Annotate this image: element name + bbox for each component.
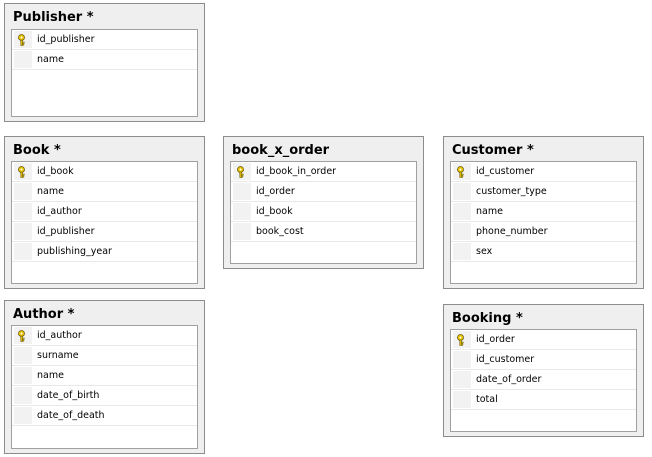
row-selector[interactable] [233,203,251,220]
column-row[interactable]: name [12,182,197,202]
column-row[interactable]: id_book [12,162,197,182]
column-row[interactable]: total [451,390,636,410]
table-book-x-order[interactable]: book_x_order id_book_in_order id_order i… [223,136,424,269]
row-selector[interactable] [14,183,32,200]
row-selector[interactable] [14,51,32,68]
row-selector[interactable] [453,223,471,240]
table-title: book_x_order [232,143,330,158]
column-name: total [476,394,498,405]
column-name: surname [37,350,79,361]
column-row[interactable]: id_book [231,202,416,222]
column-name: id_book_in_order [256,166,337,177]
column-name: customer_type [476,186,547,197]
column-row[interactable]: name [451,202,636,222]
column-row[interactable]: id_author [12,202,197,222]
column-name: id_customer [476,354,535,365]
column-name: id_publisher [37,226,95,237]
column-grid: id_publisher name [11,29,198,117]
row-selector[interactable] [14,347,32,364]
table-title: Author * [13,307,75,322]
column-grid: id_book name id_author id_publisher publ… [11,161,198,284]
column-row[interactable]: id_customer [451,162,636,182]
table-title: Publisher * [13,10,94,25]
row-selector[interactable] [14,407,32,424]
column-name: phone_number [476,226,548,237]
column-name: name [476,206,503,217]
row-selector[interactable] [453,391,471,408]
column-row[interactable]: id_customer [451,350,636,370]
row-selector[interactable] [14,243,32,260]
column-name: id_order [476,334,515,345]
column-row[interactable]: id_author [12,326,197,346]
row-selector[interactable] [453,243,471,260]
column-row[interactable]: date_of_order [451,370,636,390]
column-row[interactable]: name [12,366,197,386]
column-grid: id_customer customer_type name phone_num… [450,161,637,284]
table-title: Customer * [452,143,534,158]
column-name: id_customer [476,166,535,177]
row-selector[interactable] [453,351,471,368]
column-name: date_of_order [476,374,542,385]
column-name: id_author [37,206,82,217]
column-name: publishing_year [37,246,112,257]
table-book[interactable]: Book * id_book name id_author id_publish… [4,136,205,289]
row-selector[interactable] [14,387,32,404]
row-selector[interactable] [453,371,471,388]
column-row[interactable]: id_book_in_order [231,162,416,182]
column-name: id_publisher [37,34,95,45]
row-selector[interactable] [453,203,471,220]
column-name: id_book [256,206,293,217]
table-title: Book * [13,143,61,158]
column-row[interactable]: id_publisher [12,222,197,242]
row-selector[interactable] [453,183,471,200]
column-name: date_of_birth [37,390,100,401]
row-selector[interactable] [14,367,32,384]
column-row[interactable]: sex [451,242,636,262]
column-name: id_author [37,330,82,341]
table-title: Booking * [452,311,523,326]
column-grid: id_book_in_order id_order id_book book_c… [230,161,417,264]
column-name: name [37,370,64,381]
column-name: name [37,54,64,65]
table-booking[interactable]: Booking * id_order id_customer date_of_o… [443,304,644,437]
column-row[interactable]: customer_type [451,182,636,202]
column-name: id_book [37,166,74,177]
table-author[interactable]: Author * id_author surname name date_of_… [4,300,205,454]
column-row[interactable]: id_publisher [12,30,197,50]
column-grid: id_author surname name date_of_birth dat… [11,325,198,449]
column-name: sex [476,246,493,257]
column-row[interactable]: phone_number [451,222,636,242]
table-customer[interactable]: Customer * id_customer customer_type nam… [443,136,644,289]
column-row[interactable]: publishing_year [12,242,197,262]
column-name: id_order [256,186,295,197]
column-row[interactable]: surname [12,346,197,366]
column-grid: id_order id_customer date_of_order total [450,329,637,432]
column-row[interactable]: book_cost [231,222,416,242]
row-selector[interactable] [233,223,251,240]
row-selector[interactable] [14,223,32,240]
column-name: date_of_death [37,410,105,421]
column-row[interactable]: name [12,50,197,70]
column-name: book_cost [256,226,304,237]
row-selector[interactable] [233,183,251,200]
column-name: name [37,186,64,197]
table-publisher[interactable]: Publisher * id_publisher name [4,3,205,122]
column-row[interactable]: date_of_birth [12,386,197,406]
row-selector[interactable] [14,203,32,220]
column-row[interactable]: id_order [451,330,636,350]
column-row[interactable]: id_order [231,182,416,202]
column-row[interactable]: date_of_death [12,406,197,426]
